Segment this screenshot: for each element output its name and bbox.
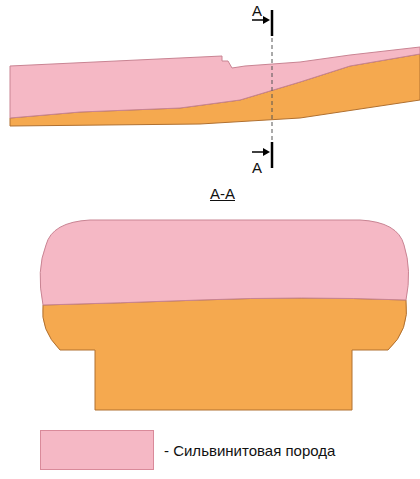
legend-row: - Сильвинитовая порода <box>40 430 335 470</box>
section-mark <box>271 142 274 168</box>
section-letter: A <box>252 3 262 18</box>
arrow-head <box>263 148 270 156</box>
legend-text: - Сильвинитовая порода <box>164 442 335 459</box>
orange-section <box>43 298 407 410</box>
section-letter: A <box>252 160 262 175</box>
legend-swatch <box>40 430 154 470</box>
section-line <box>272 38 273 140</box>
sylvinite-layer <box>10 47 420 118</box>
sylvinite-section <box>40 220 408 305</box>
section-mark <box>271 10 274 36</box>
section-title: A-A <box>210 186 235 201</box>
arrow-head <box>263 16 270 24</box>
